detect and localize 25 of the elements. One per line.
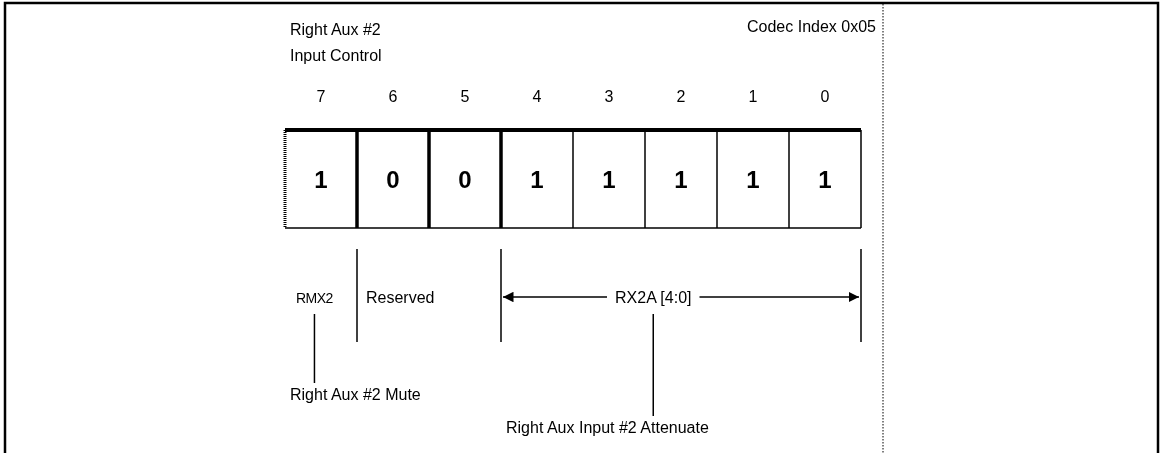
- bit-cell: 1: [719, 133, 787, 226]
- bit-number: 5: [459, 87, 471, 107]
- leader-line: [652, 313, 654, 417]
- field-label: RX2A [4:0]: [615, 288, 692, 308]
- bit-cell: 1: [575, 133, 643, 226]
- index-label: Codec Index 0x05: [747, 17, 876, 37]
- bit-cell: 0: [431, 133, 499, 226]
- bit-number: 2: [675, 87, 687, 107]
- bit-cell: 0: [359, 133, 427, 226]
- field-label: Right Aux #2 Mute: [290, 385, 421, 405]
- bit-number: 7: [315, 87, 327, 107]
- field-label: RMX2: [296, 288, 333, 308]
- field-label: Reserved: [366, 288, 435, 308]
- register-name: Right Aux #2 Input Control: [290, 20, 383, 66]
- bit-cell: 1: [287, 133, 355, 226]
- bit-number: 6: [387, 87, 399, 107]
- bit-number: 0: [819, 87, 831, 107]
- bit-number: 3: [603, 87, 615, 107]
- bit-cell: 1: [647, 133, 715, 226]
- field-label: Right Aux Input #2 Attenuate: [506, 418, 709, 438]
- bit-number: 1: [747, 87, 759, 107]
- bit-number: 4: [531, 87, 543, 107]
- leader-line: [313, 313, 316, 384]
- bit-cell: 1: [791, 133, 859, 226]
- bit-cell: 1: [503, 133, 571, 226]
